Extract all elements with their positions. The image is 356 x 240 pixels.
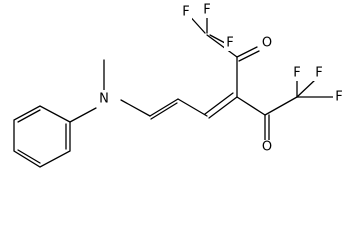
atom-f-top-right: F (226, 36, 233, 51)
atom-f-right-mid: F (315, 66, 322, 81)
bond-enamine-b (150, 102, 178, 120)
label-mask-f-right-left (291, 66, 303, 81)
label-mask-o-top (260, 36, 274, 51)
label-mask-f-right-right (333, 90, 345, 105)
label-mask-f-right-mid (313, 66, 325, 81)
atom-f-top-mid: F (203, 3, 210, 18)
phenyl-ring (13, 105, 71, 168)
bond-cf-top-right (209, 34, 226, 44)
bond-cf-right-mid (296, 79, 316, 98)
structure-diagram: F F F O F F F O N (13, 2, 345, 168)
bond-center-vinyl-b (204, 92, 234, 115)
atom-f-right-right: F (335, 90, 342, 105)
label-mask-f-top-mid (201, 3, 213, 18)
bond-carbonyl-bottom-to-cf3 (264, 96, 298, 116)
atom-f-top-left: F (182, 5, 189, 20)
bond-n-to-phenyl (69, 107, 97, 123)
label-mask-o-bottom (260, 140, 274, 155)
phenyl-inner-bond-1 (17, 109, 41, 123)
bond-co-top-a (236, 46, 258, 58)
bond-enamine-a (149, 98, 179, 117)
label-mask-n-amine (97, 90, 111, 107)
label-mask-f-top-left (180, 5, 192, 20)
bond-cf3-to-carbonyl-top (206, 34, 238, 58)
bonds (13, 11, 336, 168)
atom-f-right-left: F (293, 66, 300, 81)
atom-o-top: O (262, 36, 272, 51)
atom-labels: F F F O F F F O N (97, 3, 345, 155)
label-mask-f-top-right (224, 36, 236, 51)
atom-o-bottom: O (262, 140, 272, 155)
bond-center-to-carbonyl-bottom (236, 96, 266, 116)
bond-center-vinyl-a (208, 96, 238, 119)
bond-vinyl-chain (177, 98, 208, 117)
bond-c-to-n (120, 99, 151, 117)
phenyl-inner-bond-2 (17, 149, 41, 164)
atom-n-amine: N (99, 92, 109, 107)
bond-co-top-b (238, 50, 260, 62)
